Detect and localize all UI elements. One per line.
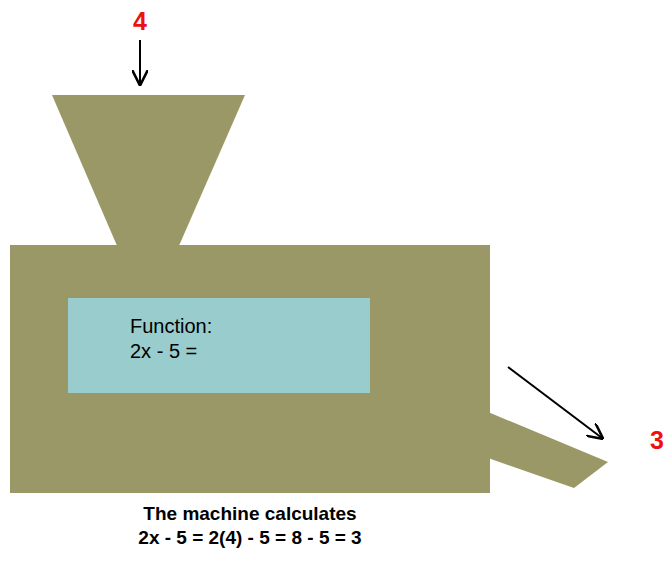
explanation-line: The machine calculates <box>143 503 356 526</box>
output-arrow <box>508 367 602 438</box>
explanation-equation: 2x - 5 = 2(4) - 5 = 8 - 5 = 3 <box>138 527 361 550</box>
function-screen: Function:2x - 5 = <box>68 298 370 393</box>
input-value: 4 <box>133 6 147 36</box>
function-formula: 2x - 5 = <box>130 339 370 364</box>
output-value: 3 <box>650 425 664 455</box>
function-heading: Function: <box>130 314 370 339</box>
machine-body <box>10 245 490 493</box>
input-arrow <box>139 40 141 84</box>
output-chute <box>488 412 608 488</box>
funnel <box>52 95 245 248</box>
